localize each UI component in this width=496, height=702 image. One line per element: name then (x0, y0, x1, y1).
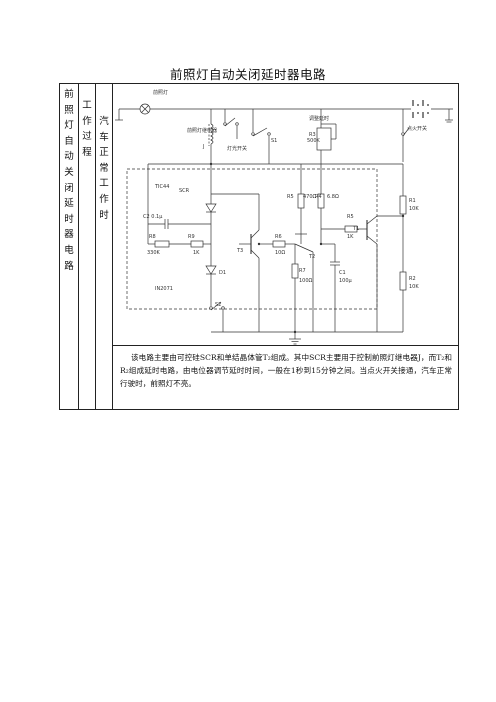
circuit-table: 前照灯自动关闭延时器电路 工作过程 汽车正常工作时 (59, 83, 459, 410)
label-r9-val: 1K (193, 250, 200, 256)
label-r5b: R5 (347, 214, 354, 220)
label-r4-val: 6.8Ω (327, 194, 339, 200)
label-ignition: 点火开关 (407, 125, 427, 132)
label-r1-val: 10K (409, 206, 419, 212)
label-lamp: 前照灯 (153, 89, 168, 96)
circuit-name-cell: 前照灯自动关闭延时器电路 (59, 83, 79, 410)
label-r6-val: 10Ω (275, 250, 285, 256)
label-relay-j: J (202, 144, 204, 150)
description-cell: 该电路主要由可控硅SCR和单结晶体管T₂组成。其中SCR主要用于控制前照灯继电器… (112, 345, 459, 410)
label-r3-title: 调整延时 (309, 115, 329, 122)
condition-cell: 汽车正常工作时 (95, 83, 113, 410)
circuit-diagram: 前照灯 前照灯继电器 J 灯光开关 S1 调整延时 R3 500K 点火开关 T… (115, 89, 453, 345)
label-r6: R6 (275, 234, 282, 240)
label-r4: R4 (315, 194, 322, 200)
label-s2: S2 (215, 302, 221, 308)
label-r7: R7 (299, 268, 306, 274)
label-r3: R3 (309, 132, 316, 138)
label-relay: 前照灯继电器 (187, 127, 217, 134)
label-r7-val: 100Ω (299, 278, 313, 284)
process-cell: 工作过程 (78, 83, 96, 410)
label-t2: T2 (308, 254, 315, 260)
label-r8: R8 (149, 234, 156, 240)
label-r3-val: 500K (307, 138, 321, 144)
label-light-switch: 灯光开关 (227, 145, 247, 152)
label-c1: C1 (339, 270, 346, 276)
label-c1-val: 100μ (339, 278, 353, 284)
label-t1: T1 (352, 226, 359, 232)
label-r5: R5 (287, 194, 294, 200)
diagram-cell: 前照灯 前照灯继电器 J 灯光开关 S1 调整延时 R3 500K 点火开关 T… (112, 83, 459, 346)
label-scr: SCR (179, 188, 190, 194)
label-c2: C2 0.1μ (143, 214, 163, 220)
label-tic44: TIC44 (154, 184, 169, 190)
label-r8-val: 330K (147, 250, 161, 256)
label-r5b-val: 1K (347, 234, 354, 240)
label-r1: R1 (409, 198, 416, 204)
label-r2: R2 (409, 276, 416, 282)
label-d1: D1 (219, 270, 226, 276)
label-r2-val: 10K (409, 284, 419, 290)
label-in2071: IN2071 (155, 286, 173, 292)
page-title: 前照灯自动关闭延时器电路 (169, 67, 326, 82)
label-r5-val: 470Ω (303, 194, 317, 200)
label-s1: S1 (271, 138, 277, 144)
label-t3: T3 (236, 248, 243, 254)
label-r9: R9 (188, 234, 195, 240)
